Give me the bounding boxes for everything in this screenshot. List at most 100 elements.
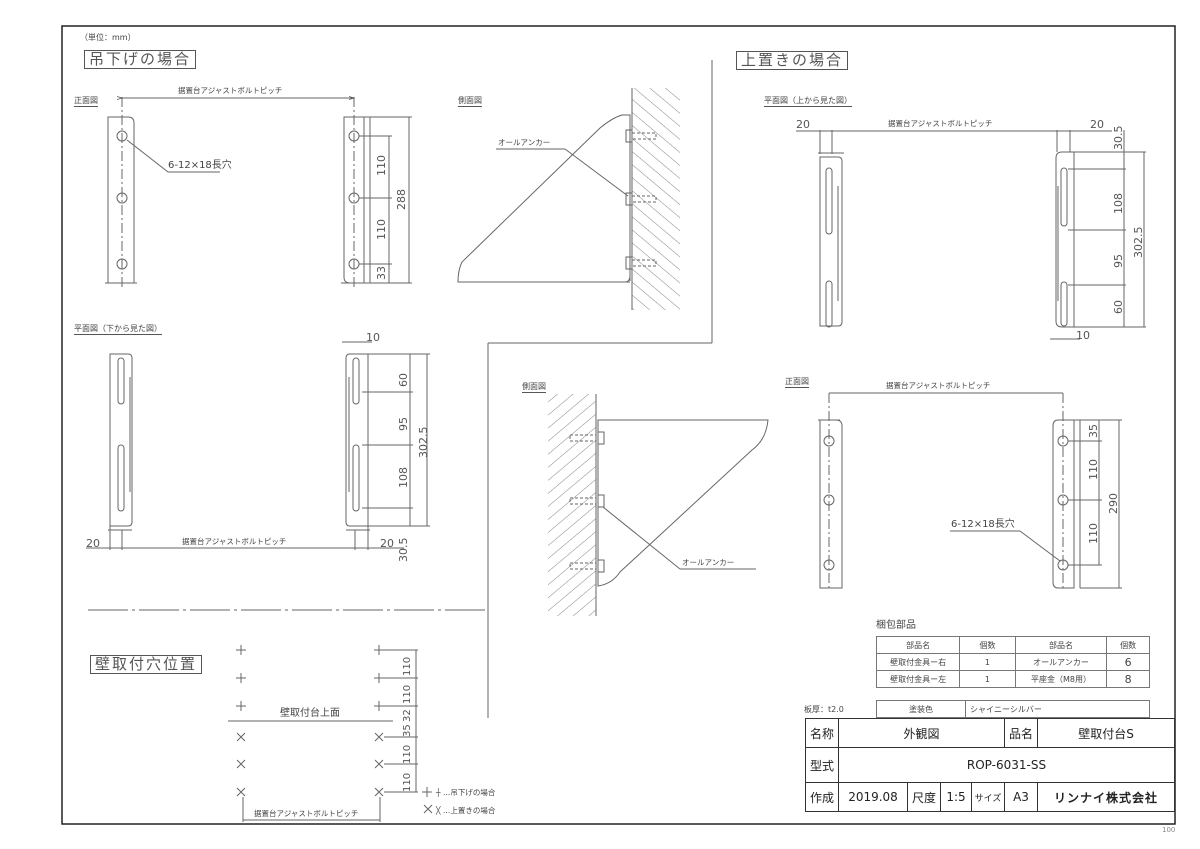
title-block: 名称 外観図 品名 壁取付台S 型式 ROP-6031-SS 作成 2019.0… — [805, 718, 1175, 812]
dim-20-left: 20 — [86, 537, 100, 550]
legend-plus: ┼ …吊下げの場合 — [436, 788, 496, 797]
quantity: 1 — [959, 653, 1016, 671]
dim-288: 288 — [395, 189, 408, 210]
view-label-front: 正面図 — [74, 96, 98, 107]
size-value: A3 — [1004, 782, 1038, 812]
dim-30-5: 30.5 — [1112, 125, 1125, 151]
dim-20-left: 20 — [796, 118, 810, 131]
placing-front-view — [818, 392, 1122, 590]
plate-thickness: 板厚：t2.0 — [804, 705, 844, 714]
created-value: 2019.08 — [838, 782, 908, 812]
plus-marks — [236, 645, 384, 711]
hanging-front-view — [105, 97, 412, 290]
size-label: サイズ — [971, 782, 1005, 812]
dim-108: 108 — [1112, 193, 1125, 214]
parts-table: 部品名 個数 部品名 個数 壁取付金具ー右 1 オールアンカー 6 壁取付金具ー… — [875, 636, 1150, 688]
header-quantity: 個数 — [1106, 636, 1150, 654]
section-dividers — [88, 60, 713, 718]
dim-20-right: 20 — [380, 537, 394, 550]
dim-110: 110 — [1087, 459, 1100, 480]
dim-60: 60 — [397, 373, 410, 387]
header-quantity: 個数 — [959, 636, 1016, 654]
bolt-pitch-label: 据置台アジャストボルトピッチ — [178, 86, 283, 95]
placing-plan-view — [796, 130, 1146, 340]
dim-110: 110 — [402, 656, 413, 676]
legend-cross: ╳ …上置きの場合 — [436, 806, 496, 815]
dim-10: 10 — [1076, 329, 1090, 342]
paint-value: シャイニーシルバー — [965, 700, 1150, 718]
bolt-pitch-label: 据置台アジャストボルトピッチ — [254, 809, 359, 818]
unit-note: （単位：mm） — [80, 33, 136, 42]
part-name: 平座金（M8用） — [1014, 670, 1108, 688]
part-name: 壁取付金具ー左 — [875, 670, 961, 688]
dim-33: 33 — [375, 266, 388, 280]
slot-holes-label: 6-12×18長穴 — [951, 519, 1015, 530]
section-title-hole-position: 壁取付穴位置 — [90, 655, 203, 674]
anchor-label: オールアンカー — [682, 558, 735, 567]
view-label-front: 正面図 — [785, 377, 809, 388]
paint-color-table: 塗装色 シャイニーシルバー — [876, 700, 1150, 718]
scale-label: 尺度 — [907, 782, 941, 812]
dim-35: 35 — [402, 724, 413, 737]
wall-hatch-bottom — [548, 394, 596, 616]
view-label-side: 側面図 — [458, 96, 482, 107]
model-value: ROP-6031-SS — [838, 747, 1175, 783]
part-name: オールアンカー — [1014, 653, 1108, 671]
view-label-plan-below: 平面図（下から見た図） — [74, 324, 162, 335]
hole-position-diagram — [228, 645, 433, 822]
paint-label: 塗装色 — [876, 700, 966, 718]
placing-side-view — [569, 394, 769, 616]
dim-110: 110 — [375, 219, 388, 240]
dim-108: 108 — [397, 467, 410, 488]
top-surface-label: 壁取付台上面 — [280, 708, 340, 719]
bolt-pitch-label: 据置台アジャストボルトピッチ — [888, 119, 993, 128]
dim-110: 110 — [402, 744, 413, 764]
dim-110: 110 — [1087, 523, 1100, 544]
slot-holes-label: 6-12×18長穴 — [168, 160, 232, 171]
dim-95: 95 — [397, 417, 410, 431]
part-name: 壁取付金具ー右 — [875, 653, 961, 671]
anchor-label: オールアンカー — [498, 138, 551, 147]
parts-table-title: 梱包部品 — [876, 620, 916, 631]
page-number: 100 — [1162, 826, 1176, 834]
dim-302-5: 302.5 — [1132, 226, 1145, 259]
hanging-side-view — [457, 88, 657, 310]
section-title-hanging: 吊下げの場合 — [84, 50, 197, 69]
dim-110: 110 — [402, 772, 413, 792]
header-part-name: 部品名 — [875, 636, 961, 654]
dim-110: 110 — [402, 684, 413, 704]
table-row: 壁取付金具ー左 1 平座金（M8用） 8 — [875, 670, 1150, 688]
dim-35: 35 — [1087, 424, 1100, 438]
table-row: 壁取付金具ー右 1 オールアンカー 6 — [875, 653, 1150, 671]
quantity: 1 — [959, 670, 1016, 688]
dim-32: 32 — [402, 709, 413, 722]
section-title-placing: 上置きの場合 — [736, 51, 849, 70]
quantity: 8 — [1106, 670, 1150, 688]
dim-30-5: 30.5 — [397, 537, 410, 563]
bolt-pitch-label: 据置台アジャストボルトピッチ — [182, 537, 287, 546]
view-label-side: 側面図 — [522, 382, 546, 393]
name-value: 外観図 — [838, 718, 1005, 748]
model-label: 型式 — [805, 747, 839, 783]
created-label: 作成 — [805, 782, 839, 812]
product-value: 壁取付台S — [1037, 718, 1175, 748]
product-label: 品名 — [1004, 718, 1038, 748]
dim-20-right: 20 — [1090, 118, 1104, 131]
hanging-plan-view — [86, 341, 430, 550]
quantity: 6 — [1106, 653, 1150, 671]
table-header-row: 部品名 個数 部品名 個数 — [875, 636, 1150, 654]
company-name: リンナイ株式会社 — [1037, 782, 1175, 812]
bolt-pitch-label: 据置台アジャストボルトピッチ — [886, 381, 991, 390]
name-label: 名称 — [805, 718, 839, 748]
header-part-name: 部品名 — [1014, 636, 1108, 654]
drawing-frame — [61, 25, 1176, 825]
dim-10: 10 — [366, 331, 380, 344]
cross-marks — [236, 732, 384, 797]
dim-60: 60 — [1112, 300, 1125, 314]
view-label-plan-above: 平面図（上から見た図） — [764, 96, 852, 107]
scale-value: 1:5 — [940, 782, 972, 812]
dim-290: 290 — [1107, 493, 1120, 514]
dim-302-5: 302.5 — [417, 426, 430, 459]
dim-95: 95 — [1112, 254, 1125, 268]
